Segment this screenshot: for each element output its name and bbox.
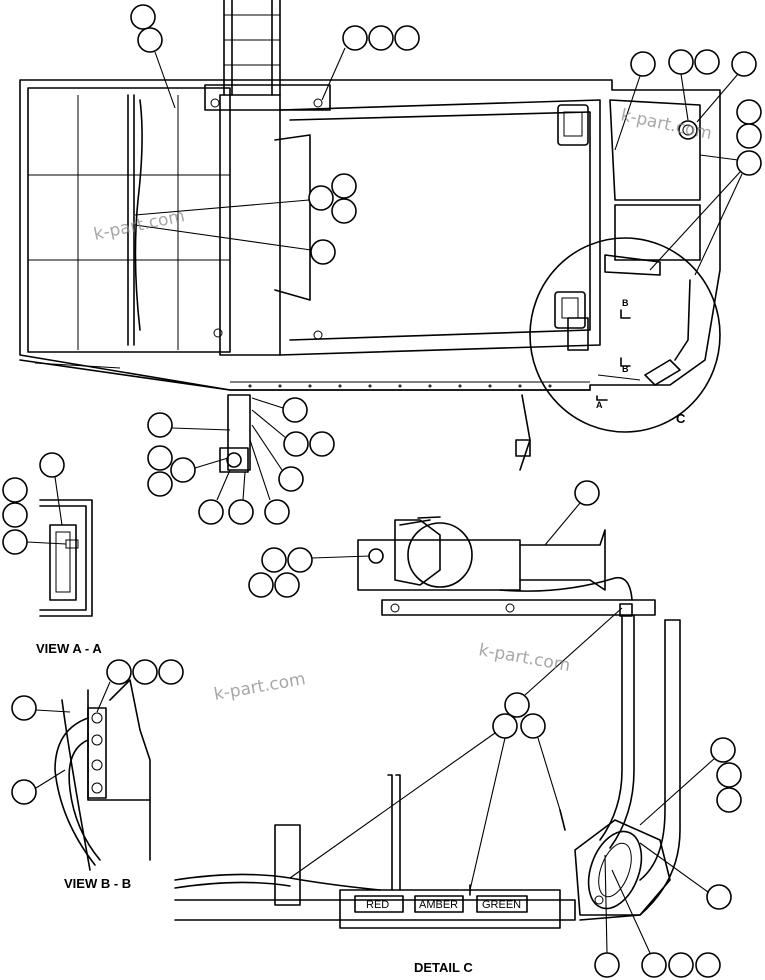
detail-c-callouts	[248, 480, 742, 978]
detail-c: RED AMBER GREEN DETAIL C	[174, 516, 681, 975]
watermark-1: k-part.com	[92, 206, 187, 245]
detail-c-marker: B B A C	[529, 237, 721, 433]
section-b-label: B	[622, 298, 629, 308]
lamp-label-green: GREEN	[482, 899, 521, 911]
detail-c-callout-letter: C	[676, 411, 686, 426]
section-b-label-2: B	[622, 364, 629, 374]
main-view-callouts	[130, 4, 762, 525]
truck-body-top-view	[19, 0, 721, 473]
view-aa: VIEW A - A	[2, 452, 102, 656]
view-bb-title: VIEW B - B	[64, 876, 131, 891]
view-bb: VIEW B - B	[11, 659, 184, 891]
lamp-label-red: RED	[366, 899, 389, 911]
watermark-4: k-part.com	[477, 640, 572, 676]
rail-rivets	[248, 384, 552, 388]
view-aa-title: VIEW A - A	[36, 641, 102, 656]
lamp-label-amber: AMBER	[419, 899, 458, 911]
watermark-3: k-part.com	[212, 669, 307, 705]
section-a-label: A	[596, 400, 603, 410]
detail-c-title: DETAIL C	[414, 960, 473, 975]
